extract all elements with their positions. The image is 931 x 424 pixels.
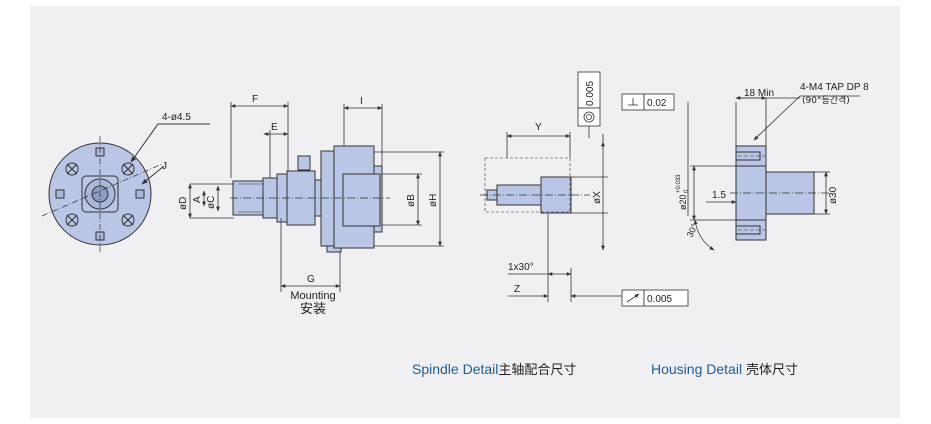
- dim-H: øH: [428, 194, 439, 207]
- flange-plate: [320, 150, 335, 247]
- drawing-panel: 4-ø4.5 J: [30, 6, 900, 418]
- bore-size: ø20: [678, 194, 688, 210]
- housing-dimensions: [621, 93, 860, 251]
- housing-caption-cn: 壳体尺寸: [745, 363, 798, 378]
- spindle-dim-Y: Y: [535, 122, 542, 133]
- spindle-caption-en: Spindle Detail: [412, 361, 499, 377]
- housing-tail: [342, 173, 381, 227]
- housing-step: 1.5: [712, 190, 726, 201]
- bolt-hole: [65, 213, 79, 227]
- bore-tol-lower: 0: [684, 189, 690, 193]
- bolt-hole: [121, 213, 135, 227]
- bolt-hole: [65, 162, 79, 176]
- dim-F: F: [252, 94, 258, 105]
- dim-G: G: [307, 274, 315, 285]
- housing-caption-en: Housing Detail: [651, 361, 743, 377]
- flange-slot: [55, 189, 65, 199]
- dim-I: I: [360, 96, 363, 107]
- housing-caption: Housing Detail 壳体尺寸: [651, 359, 798, 378]
- dim-A: A: [192, 196, 203, 203]
- flange-slot: [135, 189, 145, 199]
- dim-B: øB: [406, 194, 417, 207]
- bore-dimension: ø20 +0.033 0: [676, 174, 690, 210]
- tap-note: (90°등간격): [802, 94, 850, 106]
- tap-callout: 4-M4 TAP DP 8: [800, 82, 869, 93]
- dim-C: øC: [206, 196, 217, 209]
- spindle-caption-cn: 主轴配合尺寸: [498, 363, 577, 378]
- spindle-view: [480, 176, 590, 214]
- spindle-dim-X: øX: [592, 191, 603, 204]
- front-view: [41, 123, 210, 252]
- housing-depth: 18 Min: [744, 88, 774, 99]
- spindle-caption: Spindle Detail主轴配合尺寸: [412, 359, 576, 378]
- j-label: J: [162, 161, 167, 172]
- spindle-chamfer: 1x30°: [508, 262, 534, 273]
- bolt-hole: [121, 162, 135, 176]
- dim-D: øD: [178, 197, 189, 210]
- side-view-dimensions: [188, 102, 444, 292]
- side-view: [230, 145, 390, 253]
- mounting-en: Mounting: [290, 290, 336, 302]
- technical-drawing: 4-ø4.5 J: [41, 71, 869, 307]
- runout-value: 0.005: [647, 294, 672, 305]
- concentricity-value: 0.005: [585, 81, 596, 106]
- housing-view: [730, 145, 830, 241]
- perpendicularity-value: 0.02: [647, 98, 667, 109]
- spindle-dimensions: [484, 71, 689, 307]
- housing-outer: ø30: [828, 186, 839, 204]
- mounting-cn: 安装: [299, 302, 326, 317]
- housing-angle: 30°: [685, 222, 700, 239]
- mounting-label: Mounting 安装: [278, 290, 348, 316]
- spindle-dim-Z: Z: [514, 284, 520, 295]
- dim-E: E: [271, 122, 278, 133]
- bore-tol-upper: +0.033: [676, 174, 682, 193]
- hole-callout: 4-ø4.5: [162, 112, 191, 123]
